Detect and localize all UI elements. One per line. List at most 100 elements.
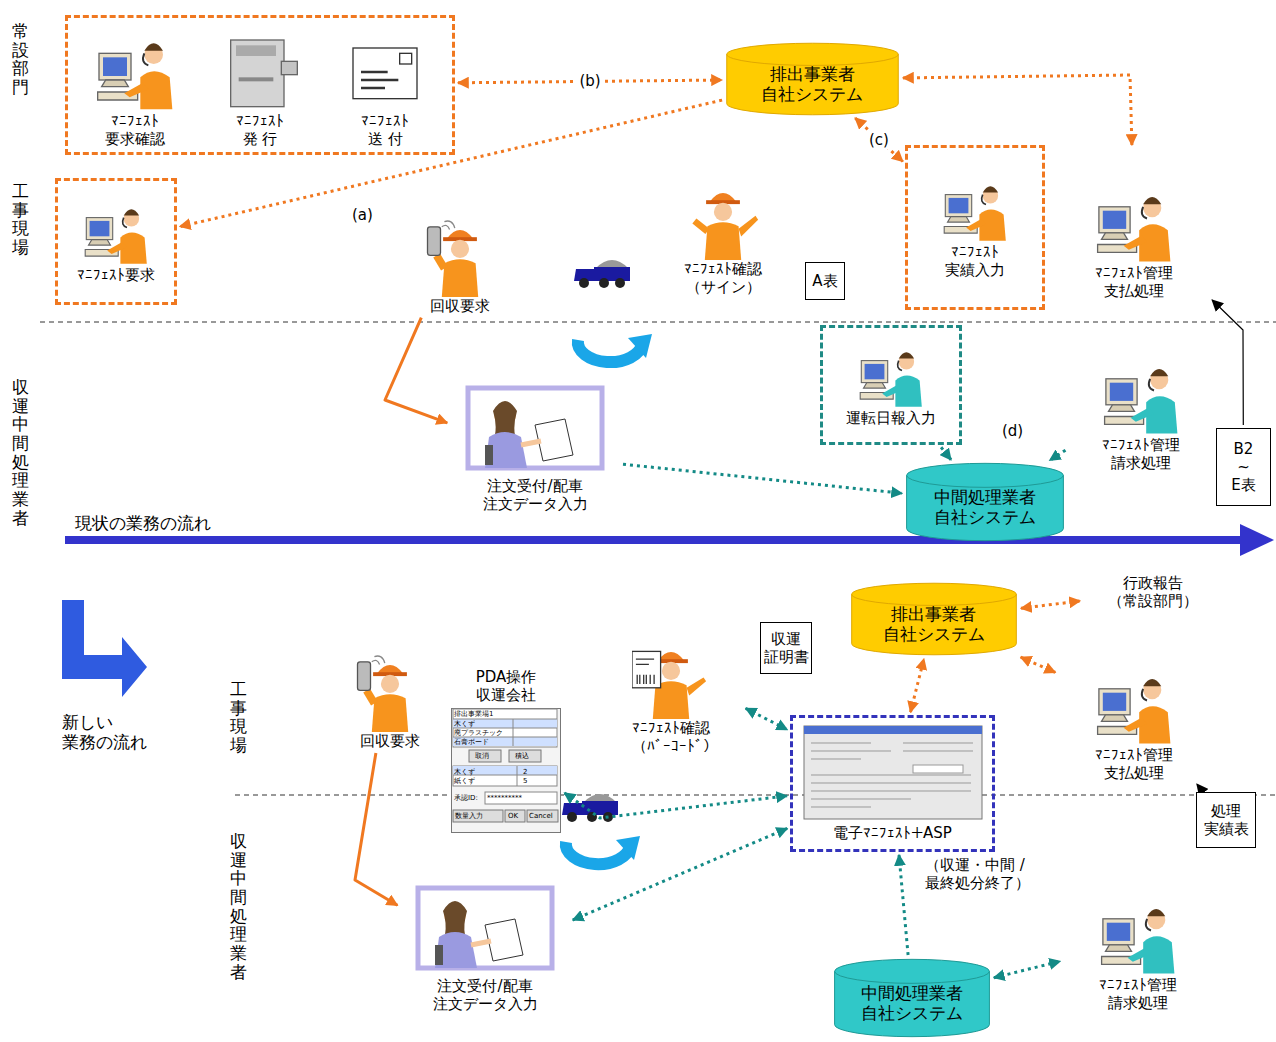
pda-text: 取消 xyxy=(475,752,489,761)
node-text: 回収要求 xyxy=(360,732,420,750)
pda-text: ********** xyxy=(487,794,522,803)
connector xyxy=(855,118,903,162)
node-text: ﾏﾆﾌｪｽﾄ管理 請求処理 xyxy=(1102,436,1180,472)
node-multi: ﾏﾆﾌｪｽﾄ 要求確認ﾏﾆﾌｪｽﾄ 発 行ﾏﾆﾌｪｽﾄ 送 付 xyxy=(65,15,455,155)
edge-label: (c) xyxy=(867,131,891,149)
icon-holder xyxy=(1095,668,1173,746)
node-text: ﾏﾆﾌｪｽﾄ 実績入力 xyxy=(944,243,1006,279)
node-text: ﾏﾆﾌｪｽﾄ要求 xyxy=(77,266,155,284)
node-dash: 運転日報入力 xyxy=(820,325,962,445)
pda-text: 積込 xyxy=(515,752,529,761)
node-text: 排出事業者 自社システム xyxy=(760,64,865,105)
icon-holder xyxy=(1095,186,1173,264)
node-cyl: 排出事業者 自社システム xyxy=(850,582,1018,656)
node-text: 運転日報入力 xyxy=(846,409,936,427)
pc-icon xyxy=(1095,668,1173,746)
edge-label: (b) xyxy=(577,72,602,90)
pc-icon xyxy=(858,343,924,409)
node-doc: B2 ~ E表 xyxy=(1216,428,1271,506)
connector xyxy=(1197,784,1201,789)
pda-text: 木くず xyxy=(454,720,475,729)
note-label: （収運・中間 /最終処分終了） xyxy=(925,856,1036,892)
node-text: ﾏﾆﾌｪｽﾄ 発 行 xyxy=(229,112,291,148)
node-text: ﾏﾆﾌｪｽﾄ確認 （ﾊﾞｰｺｰﾄﾞ） xyxy=(632,719,710,755)
connector xyxy=(899,855,908,955)
icon-holder xyxy=(345,32,425,112)
connector xyxy=(746,708,788,729)
pda-text: Cancel xyxy=(529,812,553,821)
node-pda: PDA操作 収運会社排出事業場1木くず廃プラスチック石膏ボード取消積込木くず2紙… xyxy=(450,668,562,836)
pc-icon xyxy=(95,32,175,112)
node-text: 行政報告 （常設部門） xyxy=(1107,574,1200,610)
node-text: ﾏﾆﾌｪｽﾄ管理 支払処理 xyxy=(1095,746,1173,782)
icon-holder xyxy=(95,32,175,112)
printer-icon xyxy=(220,32,300,112)
node-icon: ﾏﾆﾌｪｽﾄ管理 支払処理 xyxy=(1058,632,1210,782)
pda-text: 石膏ボード xyxy=(454,738,489,747)
pda-text: 廃プラスチック xyxy=(454,729,503,738)
icon-holder xyxy=(1099,898,1177,976)
section-label: 収運中間処理業者 xyxy=(12,378,29,528)
connector xyxy=(385,318,447,423)
connector xyxy=(565,793,788,818)
node-text: B2 ~ E表 xyxy=(1230,440,1257,494)
operator-figure xyxy=(415,885,555,971)
connector xyxy=(1021,657,1056,672)
section-label: 工事現場 xyxy=(12,182,29,257)
pda-text: 5 xyxy=(523,777,527,786)
barcode-icon xyxy=(632,641,710,719)
node-text: 中間処理業者 自社システム xyxy=(932,487,1037,528)
note-label: 現状の業務の流れ xyxy=(75,513,211,533)
node-text: PDA操作 収運会社 xyxy=(463,668,550,704)
pc-icon xyxy=(1095,186,1173,264)
node-doc: 処理 実績表 xyxy=(1196,792,1256,848)
node-icon: ﾏﾆﾌｪｽﾄ確認 （サイン） xyxy=(648,148,798,296)
node-icon: ﾏﾆﾌｪｽﾄ管理 請求処理 xyxy=(1063,872,1213,1012)
icon-holder xyxy=(220,32,300,112)
node-dash: ﾏﾆﾌｪｽﾄ要求 xyxy=(55,178,177,305)
node-frame: 注文受付/配車 注文データ入力 xyxy=(450,385,620,525)
icon-holder xyxy=(1102,358,1180,436)
node-doc: A表 xyxy=(805,262,845,300)
pc-icon xyxy=(83,200,149,266)
node-cyl: 中間処理業者 自社システム xyxy=(833,958,991,1038)
pc-icon xyxy=(1102,358,1180,436)
node-plain: 行政報告 （常設部門） xyxy=(1083,566,1223,618)
node-text: 注文受付/配車 注文データ入力 xyxy=(431,977,539,1013)
letter-icon xyxy=(345,32,425,112)
icon-holder xyxy=(684,182,762,260)
note-label: (a) xyxy=(352,206,373,224)
node-icon: ﾏﾆﾌｪｽﾄ確認 （ﾊﾞｰｺｰﾄﾞ） xyxy=(598,585,743,755)
node-text: 回収要求 xyxy=(430,297,490,315)
node-text: 処理 実績表 xyxy=(1202,802,1250,838)
node-text: ﾏﾆﾌｪｽﾄ 送 付 xyxy=(355,112,417,148)
operator-picture xyxy=(415,885,555,971)
icon-holder xyxy=(942,177,1008,243)
screen-picture xyxy=(803,725,983,820)
pda-text: 数量入力 xyxy=(455,812,483,821)
pda-screen: 排出事業場1木くず廃プラスチック石膏ボード取消積込木くず2紙くず5承認ID:**… xyxy=(451,708,561,833)
icon-holder xyxy=(858,343,924,409)
node-icon: ﾏﾆﾌｪｽﾄ管理 支払処理 xyxy=(1058,148,1210,300)
connector xyxy=(623,464,902,493)
connector xyxy=(1021,601,1080,608)
section-label: 常設部門 xyxy=(12,22,29,97)
section-label: 収運中間処理業者 xyxy=(230,832,247,982)
connector xyxy=(180,100,722,227)
note-label: (d) xyxy=(1002,422,1023,440)
icon-holder xyxy=(632,641,710,719)
node-doc: 収運 証明書 xyxy=(760,622,812,674)
pda-text: 木くず xyxy=(454,768,475,777)
connector xyxy=(573,828,787,920)
node-emani: 電子ﾏﾆﾌｪｽﾄ＋ASP xyxy=(790,715,995,852)
pda-text: 承認ID: xyxy=(454,794,478,803)
node-icon: ﾏﾆﾌｪｽﾄ管理 請求処理 xyxy=(1068,332,1213,472)
icon-holder xyxy=(83,200,149,266)
node-text: 電子ﾏﾆﾌｪｽﾄ＋ASP xyxy=(833,824,952,842)
node-text: 注文受付/配車 注文データ入力 xyxy=(481,477,589,513)
operator-picture xyxy=(465,385,605,471)
node-text: 排出事業者 自社システム xyxy=(881,604,986,645)
node-text: ﾏﾆﾌｪｽﾄ確認 （サイン） xyxy=(684,260,762,296)
connector xyxy=(1050,450,1066,460)
